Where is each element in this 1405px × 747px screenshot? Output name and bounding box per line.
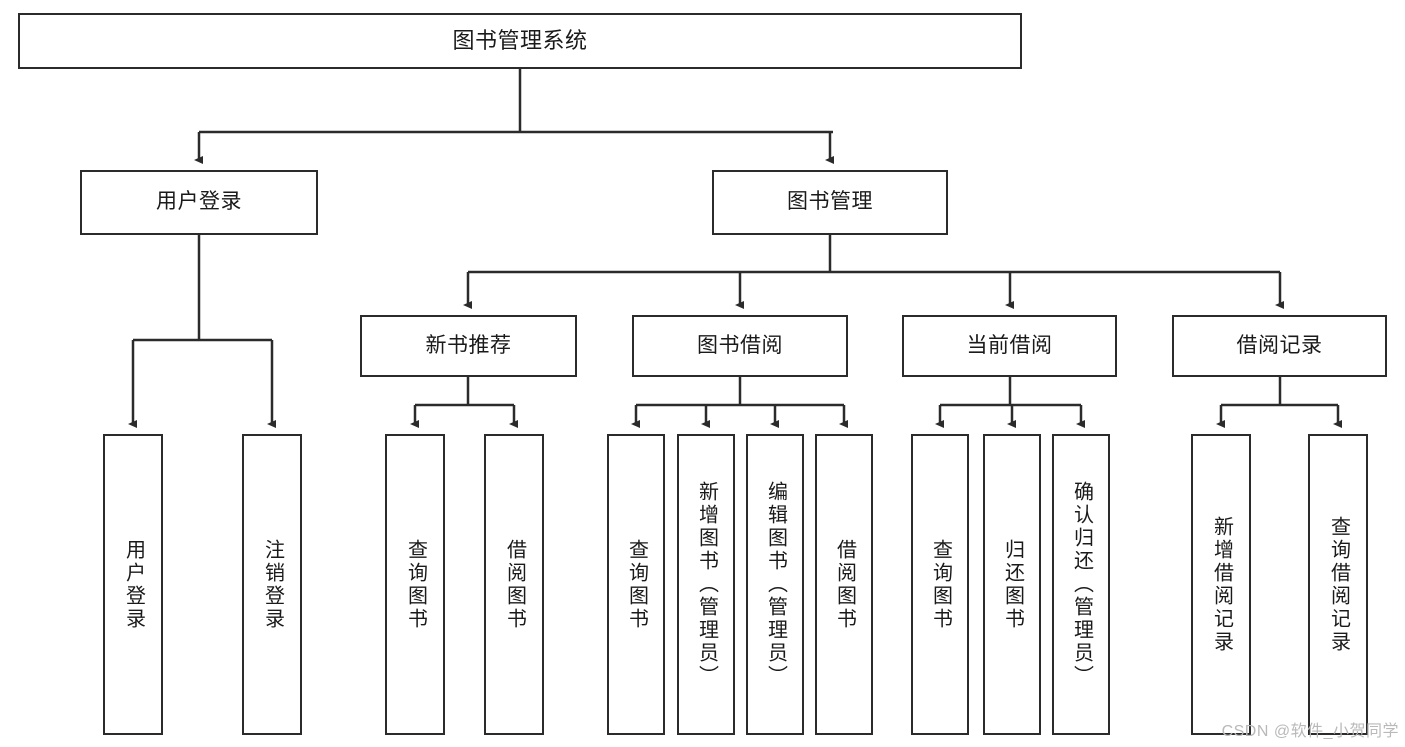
node-user-login[interactable]: 用户登录 xyxy=(80,170,318,235)
node-current-borrow-label: 当前借阅 xyxy=(966,333,1053,357)
edges-root xyxy=(194,69,834,164)
node-leaf-add-borrow-record-label: 新增借阅记录 xyxy=(1210,515,1233,654)
node-leaf-query-borrow-record-label: 查询借阅记录 xyxy=(1327,515,1350,654)
node-book-manage[interactable]: 图书管理 xyxy=(712,170,948,235)
node-leaf-confirm-return[interactable]: 确认归还（管理员） xyxy=(1052,434,1110,735)
node-root-label: 图书管理系统 xyxy=(452,28,588,54)
node-leaf-borrow-book-rec[interactable]: 借阅图书 xyxy=(484,434,544,735)
node-leaf-user-logout-label: 注销登录 xyxy=(261,538,284,631)
node-leaf-query-book-borrow[interactable]: 查询图书 xyxy=(607,434,665,735)
node-book-borrow-label: 图书借阅 xyxy=(697,333,783,357)
node-leaf-add-book-label: 新增图书（管理员） xyxy=(695,481,718,688)
node-leaf-user-login[interactable]: 用户登录 xyxy=(103,434,163,735)
edges-current-borrow xyxy=(935,377,1085,428)
edges-user-login xyxy=(128,235,276,428)
node-new-book-rec-label: 新书推荐 xyxy=(425,333,512,357)
node-leaf-confirm-return-label: 确认归还（管理员） xyxy=(1070,481,1093,688)
node-new-book-rec[interactable]: 新书推荐 xyxy=(360,315,577,377)
node-leaf-edit-book-label: 编辑图书（管理员） xyxy=(764,481,787,688)
node-leaf-user-logout[interactable]: 注销登录 xyxy=(242,434,302,735)
node-root[interactable]: 图书管理系统 xyxy=(18,13,1022,69)
node-leaf-return-book[interactable]: 归还图书 xyxy=(983,434,1041,735)
node-leaf-add-book[interactable]: 新增图书（管理员） xyxy=(677,434,735,735)
node-leaf-query-borrow-record[interactable]: 查询借阅记录 xyxy=(1308,434,1368,735)
edges-borrow-record xyxy=(1216,377,1342,428)
node-leaf-borrow-book[interactable]: 借阅图书 xyxy=(815,434,873,735)
edges-book-manage xyxy=(463,235,1284,309)
node-leaf-edit-book[interactable]: 编辑图书（管理员） xyxy=(746,434,804,735)
node-book-borrow[interactable]: 图书借阅 xyxy=(632,315,848,377)
node-leaf-borrow-book-rec-label: 借阅图书 xyxy=(503,538,526,631)
edges-new-book-rec xyxy=(410,377,518,428)
node-borrow-record-label: 借阅记录 xyxy=(1236,333,1323,357)
node-leaf-query-book-borrow-label: 查询图书 xyxy=(625,538,648,631)
edges-book-borrow xyxy=(631,377,848,428)
watermark: CSDN @软件_小贺同学 xyxy=(1221,723,1399,740)
node-leaf-query-book-rec-label: 查询图书 xyxy=(404,538,427,631)
node-book-manage-label: 图书管理 xyxy=(787,190,873,214)
node-leaf-user-login-label: 用户登录 xyxy=(122,538,145,631)
node-leaf-query-book-cur[interactable]: 查询图书 xyxy=(911,434,969,735)
node-leaf-query-book-cur-label: 查询图书 xyxy=(929,538,952,631)
node-user-login-label: 用户登录 xyxy=(156,190,242,214)
node-leaf-query-book-rec[interactable]: 查询图书 xyxy=(385,434,445,735)
node-borrow-record[interactable]: 借阅记录 xyxy=(1172,315,1387,377)
node-leaf-return-book-label: 归还图书 xyxy=(1001,538,1024,631)
node-current-borrow[interactable]: 当前借阅 xyxy=(902,315,1117,377)
node-leaf-borrow-book-label: 借阅图书 xyxy=(833,538,856,631)
node-leaf-add-borrow-record[interactable]: 新增借阅记录 xyxy=(1191,434,1251,735)
